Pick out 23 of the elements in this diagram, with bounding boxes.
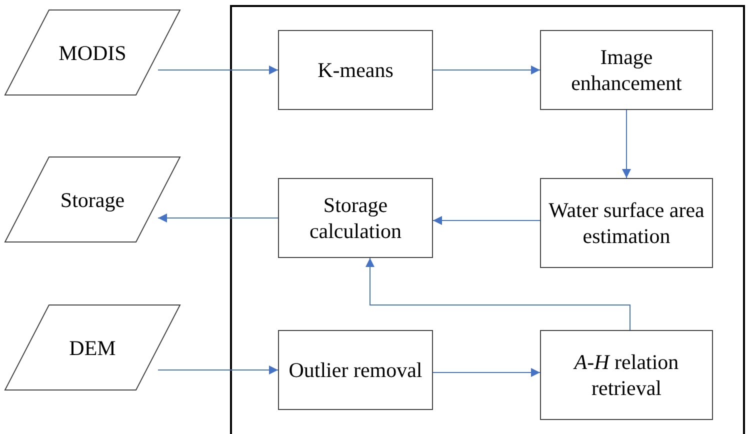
process-box [278, 30, 433, 110]
process-box [540, 330, 713, 420]
process-box [540, 30, 713, 110]
node-label: A-H relation retrieval [572, 349, 680, 401]
node-label: K-means [318, 57, 394, 83]
arrow [158, 214, 278, 222]
node-label: Image enhancement [570, 44, 683, 96]
arrow [158, 66, 278, 74]
node-label: Storage calculation [308, 192, 403, 244]
arrow [622, 110, 631, 178]
arrow [432, 66, 540, 74]
node-label: Outlier removal [288, 357, 422, 383]
process-box [278, 330, 433, 410]
arrow [158, 366, 278, 374]
node-label: DEM [69, 334, 116, 360]
arrow [432, 216, 540, 225]
node-label: MODIS [58, 40, 126, 66]
arrow [366, 258, 630, 330]
node-label: Storage [60, 186, 125, 212]
arrow [432, 368, 540, 377]
process-box [278, 178, 433, 258]
process-box [540, 178, 713, 268]
node-label: Water surface area estimation [548, 197, 706, 249]
